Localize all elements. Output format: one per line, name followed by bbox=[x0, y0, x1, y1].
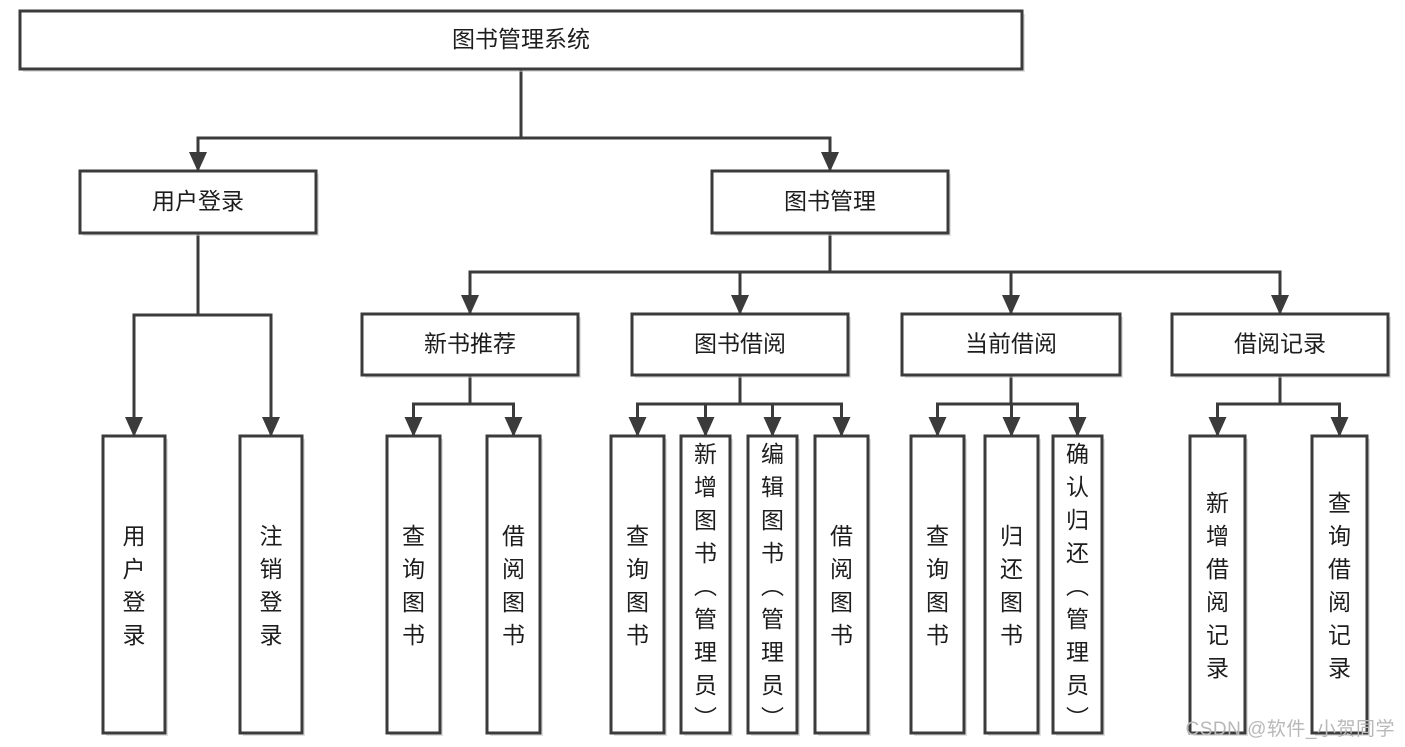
connector-lines bbox=[125, 67, 1349, 437]
arrow-head-icon-edit-book-admin bbox=[763, 417, 782, 437]
node-label-confirm-return-admin: 确认归还︵管理员︶ bbox=[1066, 441, 1089, 731]
arrow-head-icon-query-book-2 bbox=[628, 417, 647, 437]
arrow-head-icon-return-book bbox=[1002, 417, 1021, 437]
arrow-head-icon-confirm-return-admin bbox=[1068, 417, 1087, 437]
node-label-user-logout: 注销登录 bbox=[260, 523, 283, 648]
node-label-borrow-book-2: 借阅图书 bbox=[830, 523, 853, 648]
node-label-root: 图书管理系统 bbox=[452, 26, 590, 52]
node-query-book-3[interactable]: 查询图书 bbox=[909, 434, 967, 736]
node-boxes: 图书管理系统用户登录用户登录注销登录图书管理新书推荐查询图书借阅图书图书借阅查询… bbox=[18, 9, 1391, 736]
arrow-head-icon-book-manage bbox=[821, 152, 839, 172]
arrow-head-icon-borrow-book-1 bbox=[504, 417, 523, 437]
arrow-head-icon-borrow-record bbox=[1271, 295, 1289, 315]
csdn-watermark: CSDN @软件_小贺同学 bbox=[1185, 719, 1395, 740]
node-query-borrow-record[interactable]: 查询借阅记录 bbox=[1310, 434, 1370, 736]
node-label-add-borrow-record: 新增借阅记录 bbox=[1206, 490, 1229, 681]
node-borrow-record[interactable]: 借阅记录 bbox=[1170, 312, 1391, 378]
node-label-current-borrow: 当前借阅 bbox=[965, 331, 1057, 357]
node-new-book-recommend[interactable]: 新书推荐 bbox=[360, 312, 581, 378]
arrow-head-icon-user-logout bbox=[262, 417, 280, 437]
node-user-login-do[interactable]: 用户登录 bbox=[101, 434, 168, 736]
arrow-head-icon-query-book-1 bbox=[404, 417, 423, 437]
node-label-query-borrow-record: 查询借阅记录 bbox=[1328, 490, 1351, 681]
node-query-book-1[interactable]: 查询图书 bbox=[385, 434, 443, 736]
node-borrow-book-2[interactable]: 借阅图书 bbox=[813, 434, 871, 736]
node-edit-book-admin[interactable]: 编辑图书︵管理员︶ bbox=[746, 434, 800, 736]
node-label-book-manage: 图书管理 bbox=[784, 188, 876, 214]
node-confirm-return-admin[interactable]: 确认归还︵管理员︶ bbox=[1051, 434, 1105, 736]
node-label-edit-book-admin: 编辑图书︵管理员︶ bbox=[761, 441, 784, 731]
arrow-head-icon-add-book-admin bbox=[696, 417, 715, 437]
node-label-borrow-book-1: 借阅图书 bbox=[502, 523, 525, 648]
arrow-head-icon-query-book-3 bbox=[928, 417, 947, 437]
node-return-book[interactable]: 归还图书 bbox=[983, 434, 1041, 736]
node-add-borrow-record[interactable]: 新增借阅记录 bbox=[1188, 434, 1248, 736]
node-label-query-book-3: 查询图书 bbox=[926, 523, 949, 648]
node-label-user-login: 用户登录 bbox=[152, 188, 244, 214]
node-current-borrow[interactable]: 当前借阅 bbox=[900, 312, 1123, 378]
node-label-book-borrow: 图书借阅 bbox=[694, 331, 786, 357]
arrow-head-icon-user-login-do bbox=[125, 417, 143, 437]
node-label-add-book-admin: 新增图书︵管理员︶ bbox=[694, 441, 717, 731]
arrow-head-icon-current-borrow bbox=[1002, 295, 1020, 315]
node-book-manage[interactable]: 图书管理 bbox=[710, 169, 951, 236]
arrow-head-icon-book-borrow bbox=[731, 295, 749, 315]
node-user-login[interactable]: 用户登录 bbox=[78, 169, 319, 236]
node-add-book-admin[interactable]: 新增图书︵管理员︶ bbox=[679, 434, 733, 736]
node-label-return-book: 归还图书 bbox=[1000, 523, 1023, 648]
node-book-borrow[interactable]: 图书借阅 bbox=[630, 312, 851, 378]
arrow-head-icon-query-borrow-record bbox=[1330, 417, 1349, 437]
node-label-query-book-2: 查询图书 bbox=[626, 523, 649, 648]
node-label-new-book-recommend: 新书推荐 bbox=[424, 331, 516, 357]
node-borrow-book-1[interactable]: 借阅图书 bbox=[485, 434, 543, 736]
arrow-head-icon-user-login bbox=[189, 152, 207, 172]
node-user-logout[interactable]: 注销登录 bbox=[238, 434, 305, 736]
node-label-user-login-do: 用户登录 bbox=[123, 523, 146, 648]
node-query-book-2[interactable]: 查询图书 bbox=[609, 434, 667, 736]
arrow-head-icon-borrow-book-2 bbox=[832, 417, 851, 437]
arrow-head-icon-new-book-recommend bbox=[461, 295, 479, 315]
node-root[interactable]: 图书管理系统 bbox=[18, 9, 1025, 72]
arrow-head-icon-add-borrow-record bbox=[1208, 417, 1227, 437]
node-label-borrow-record: 借阅记录 bbox=[1234, 331, 1326, 357]
node-label-query-book-1: 查询图书 bbox=[402, 523, 425, 648]
